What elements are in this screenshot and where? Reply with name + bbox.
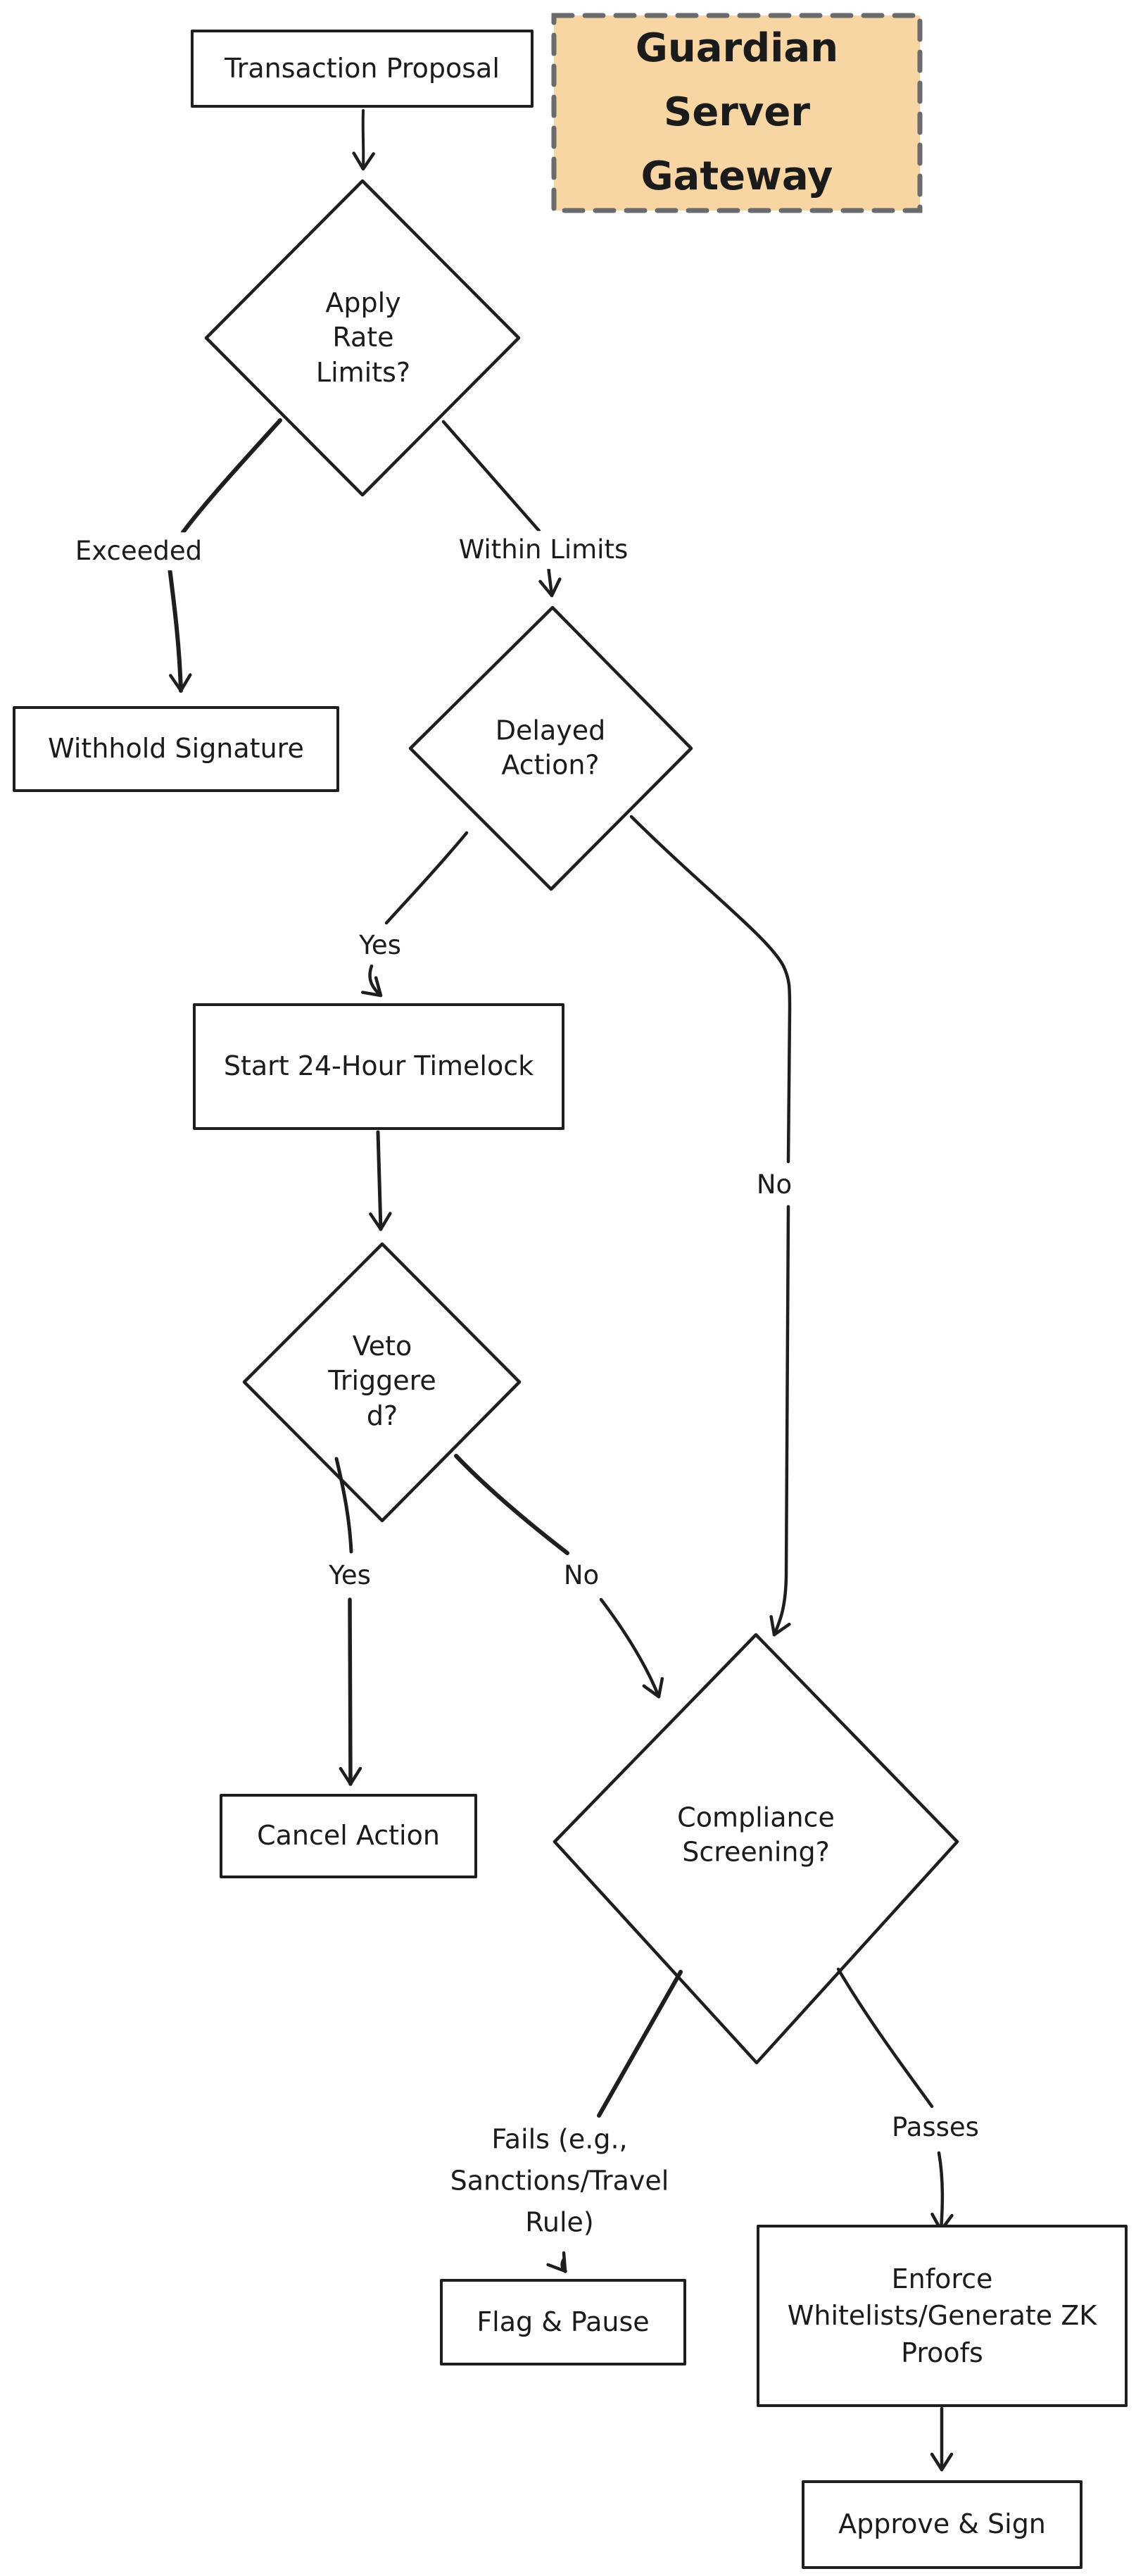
edge-ratelimits-withinlimits: [441, 420, 541, 533]
edge-ratelimits-exceeded: [181, 418, 282, 534]
edge-label-no-delayed: No: [753, 1166, 795, 1204]
arrow-no-to-compliance: [599, 1597, 664, 1699]
node-cancel-action: Cancel Action: [220, 1794, 477, 1878]
edge-label-fails: Fails (e.g., Sanctions/Travel Rule): [447, 2118, 672, 2244]
edge-veto-yes: [334, 1457, 353, 1554]
guardian-gateway-box: [551, 13, 923, 213]
node-veto-triggered-label: Veto Triggere d?: [328, 1330, 436, 1431]
veto-triggered-diamond: [242, 1242, 522, 1523]
delayed-action-diamond: [408, 605, 693, 891]
edge-label-no-veto: No: [560, 1557, 602, 1595]
node-approve-sign: Approve & Sign: [802, 2480, 1083, 2569]
arrow-yes-to-cancel: [339, 1597, 362, 1786]
edge-label-exceeded: Exceeded: [72, 532, 206, 570]
arrow-fails-to-flagpause: [546, 2251, 567, 2273]
node-flag-pause: Flag & Pause: [440, 2279, 686, 2365]
arrow-delayed-no-to-compliance: [769, 1205, 791, 1637]
edge-delayed-no-upper: [629, 815, 792, 1164]
edge-compliance-fails: [597, 1970, 683, 2118]
node-start-timelock: Start 24-Hour Timelock: [193, 1003, 564, 1130]
arrow-proposal-to-ratelimits: [352, 109, 375, 171]
edge-label-yes-veto: Yes: [326, 1557, 374, 1595]
node-withhold-signature: Withhold Signature: [13, 706, 339, 792]
apply-rate-limits-diamond: [204, 179, 521, 497]
edge-compliance-passes: [836, 1967, 934, 2109]
edge-label-within-limits: Within Limits: [455, 531, 631, 569]
edge-veto-no: [454, 1454, 569, 1555]
node-delayed-action-label: Delayed Action?: [495, 715, 606, 781]
arrow-withinlimits-to-delayed: [538, 564, 562, 598]
edge-delayed-yes: [384, 831, 469, 925]
compliance-screening-diamond: [553, 1633, 959, 2065]
node-transaction-proposal: Transaction Proposal: [191, 30, 534, 108]
node-compliance-screening-label: Compliance Screening?: [677, 1802, 835, 1868]
node-apply-rate-limits-label: Apply Rate Limits?: [315, 287, 411, 388]
arrow-yes-to-timelock: [361, 964, 383, 998]
node-enforce-whitelists: Enforce Whitelists/Generate ZK Proofs: [757, 2225, 1128, 2407]
arrow-passes-to-enforce: [930, 2151, 954, 2232]
edge-label-yes-delayed: Yes: [356, 926, 404, 965]
arrow-exceeded-to-withhold: [168, 566, 192, 693]
edge-label-passes: Passes: [889, 2109, 982, 2147]
arrow-timelock-to-veto: [369, 1130, 392, 1231]
diagram-title: Guardian Server Gateway: [635, 25, 839, 199]
